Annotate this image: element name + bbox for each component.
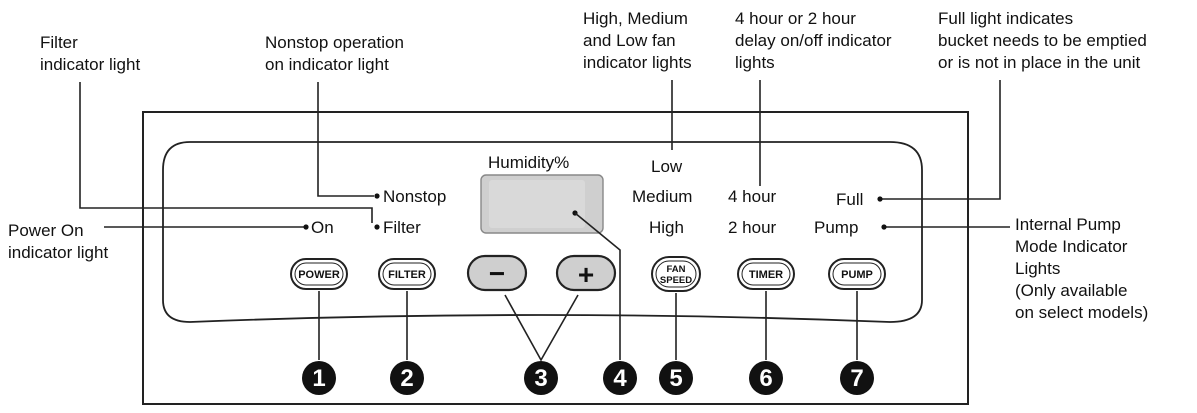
pump-button[interactable]: PUMP	[828, 258, 886, 290]
plus-button[interactable]: +	[555, 254, 617, 292]
filter-dot	[374, 224, 380, 230]
svg-text:3: 3	[534, 365, 547, 392]
marker-1: 1	[302, 361, 336, 395]
control-panel	[162, 141, 923, 323]
svg-text:SPEED: SPEED	[660, 275, 692, 286]
marker-5: 5	[659, 361, 693, 395]
svg-text:4 hour or 2 hour: 4 hour or 2 hour	[735, 9, 856, 28]
svg-text:2: 2	[400, 365, 413, 392]
svg-text:lights: lights	[735, 53, 775, 72]
callout-full-light: Full light indicates bucket needs to be …	[938, 9, 1147, 72]
svg-text:1: 1	[312, 365, 325, 392]
indicator-full: Full	[836, 190, 863, 209]
svg-text:Nonstop operation: Nonstop operation	[265, 33, 404, 52]
callout-power-light: Power On indicator light	[8, 221, 108, 262]
indicator-on: On	[311, 218, 334, 237]
filter-button[interactable]: FILTER	[378, 258, 436, 290]
marker-6: 6	[749, 361, 783, 395]
svg-text:and Low fan: and Low fan	[583, 31, 676, 50]
svg-text:4: 4	[613, 365, 627, 392]
svg-text:indicator light: indicator light	[40, 55, 140, 74]
svg-text:indicator lights: indicator lights	[583, 53, 692, 72]
svg-text:POWER: POWER	[298, 269, 340, 281]
marker-2: 2	[390, 361, 424, 395]
callout-nonstop-light: Nonstop operation on indicator light	[265, 33, 404, 74]
callout-fan-lights: High, Medium and Low fan indicator light…	[583, 9, 692, 72]
indicator-filter: Filter	[383, 218, 421, 237]
number-leader-lines	[318, 212, 858, 362]
indicator-pump: Pump	[814, 218, 858, 237]
svg-text:bucket needs to be emptied: bucket needs to be emptied	[938, 31, 1147, 50]
svg-text:Lights: Lights	[1015, 259, 1060, 278]
svg-text:6: 6	[759, 365, 772, 392]
humidity-display-screen	[489, 180, 585, 228]
svg-text:Mode Indicator: Mode Indicator	[1015, 237, 1128, 256]
svg-text:or is not in place in the unit: or is not in place in the unit	[938, 53, 1141, 72]
svg-text:on indicator light: on indicator light	[265, 55, 389, 74]
svg-text:FAN: FAN	[667, 264, 686, 275]
indicator-medium: Medium	[632, 187, 692, 206]
indicator-nonstop: Nonstop	[383, 187, 446, 206]
timer-button[interactable]: TIMER	[737, 258, 795, 290]
svg-text:on select models): on select models)	[1015, 303, 1148, 322]
leader-lines	[79, 80, 1010, 228]
marker-4: 4	[603, 361, 637, 395]
svg-text:PUMP: PUMP	[841, 269, 873, 281]
indicator-2hour: 2 hour	[728, 218, 777, 237]
svg-text:TIMER: TIMER	[749, 269, 783, 281]
pump-dot	[881, 224, 887, 230]
indicator-high: High	[649, 218, 684, 237]
power-button[interactable]: POWER	[290, 258, 348, 290]
svg-text:Internal Pump: Internal Pump	[1015, 215, 1121, 234]
callout-timer-lights: 4 hour or 2 hour delay on/off indicator …	[735, 9, 892, 72]
svg-text:Power On: Power On	[8, 221, 84, 240]
callout-filter-light: Filter indicator light	[40, 33, 140, 74]
svg-text:High, Medium: High, Medium	[583, 9, 688, 28]
fan-speed-button[interactable]: FAN SPEED	[651, 256, 701, 292]
svg-text:delay on/off indicator: delay on/off indicator	[735, 31, 892, 50]
svg-text:−: −	[489, 258, 505, 289]
humidity-label: Humidity%	[488, 153, 569, 172]
nonstop-dot	[374, 193, 380, 199]
svg-text:Full light indicates: Full light indicates	[938, 9, 1073, 28]
svg-text:FILTER: FILTER	[388, 269, 426, 281]
full-dot	[877, 196, 883, 202]
on-dot	[303, 224, 309, 230]
svg-text:Filter: Filter	[40, 33, 78, 52]
svg-text:+: +	[578, 259, 594, 290]
indicator-4hour: 4 hour	[728, 187, 777, 206]
svg-text:5: 5	[669, 365, 682, 392]
svg-text:indicator light: indicator light	[8, 243, 108, 262]
callout-pump-light: Internal Pump Mode Indicator Lights (Onl…	[1015, 215, 1148, 322]
marker-7: 7	[840, 361, 874, 395]
indicator-low: Low	[651, 157, 683, 176]
minus-button[interactable]: −	[466, 254, 528, 292]
unit-frame	[142, 111, 969, 405]
marker-3: 3	[524, 361, 558, 395]
svg-text:7: 7	[850, 365, 863, 392]
svg-text:(Only available: (Only available	[1015, 281, 1127, 300]
